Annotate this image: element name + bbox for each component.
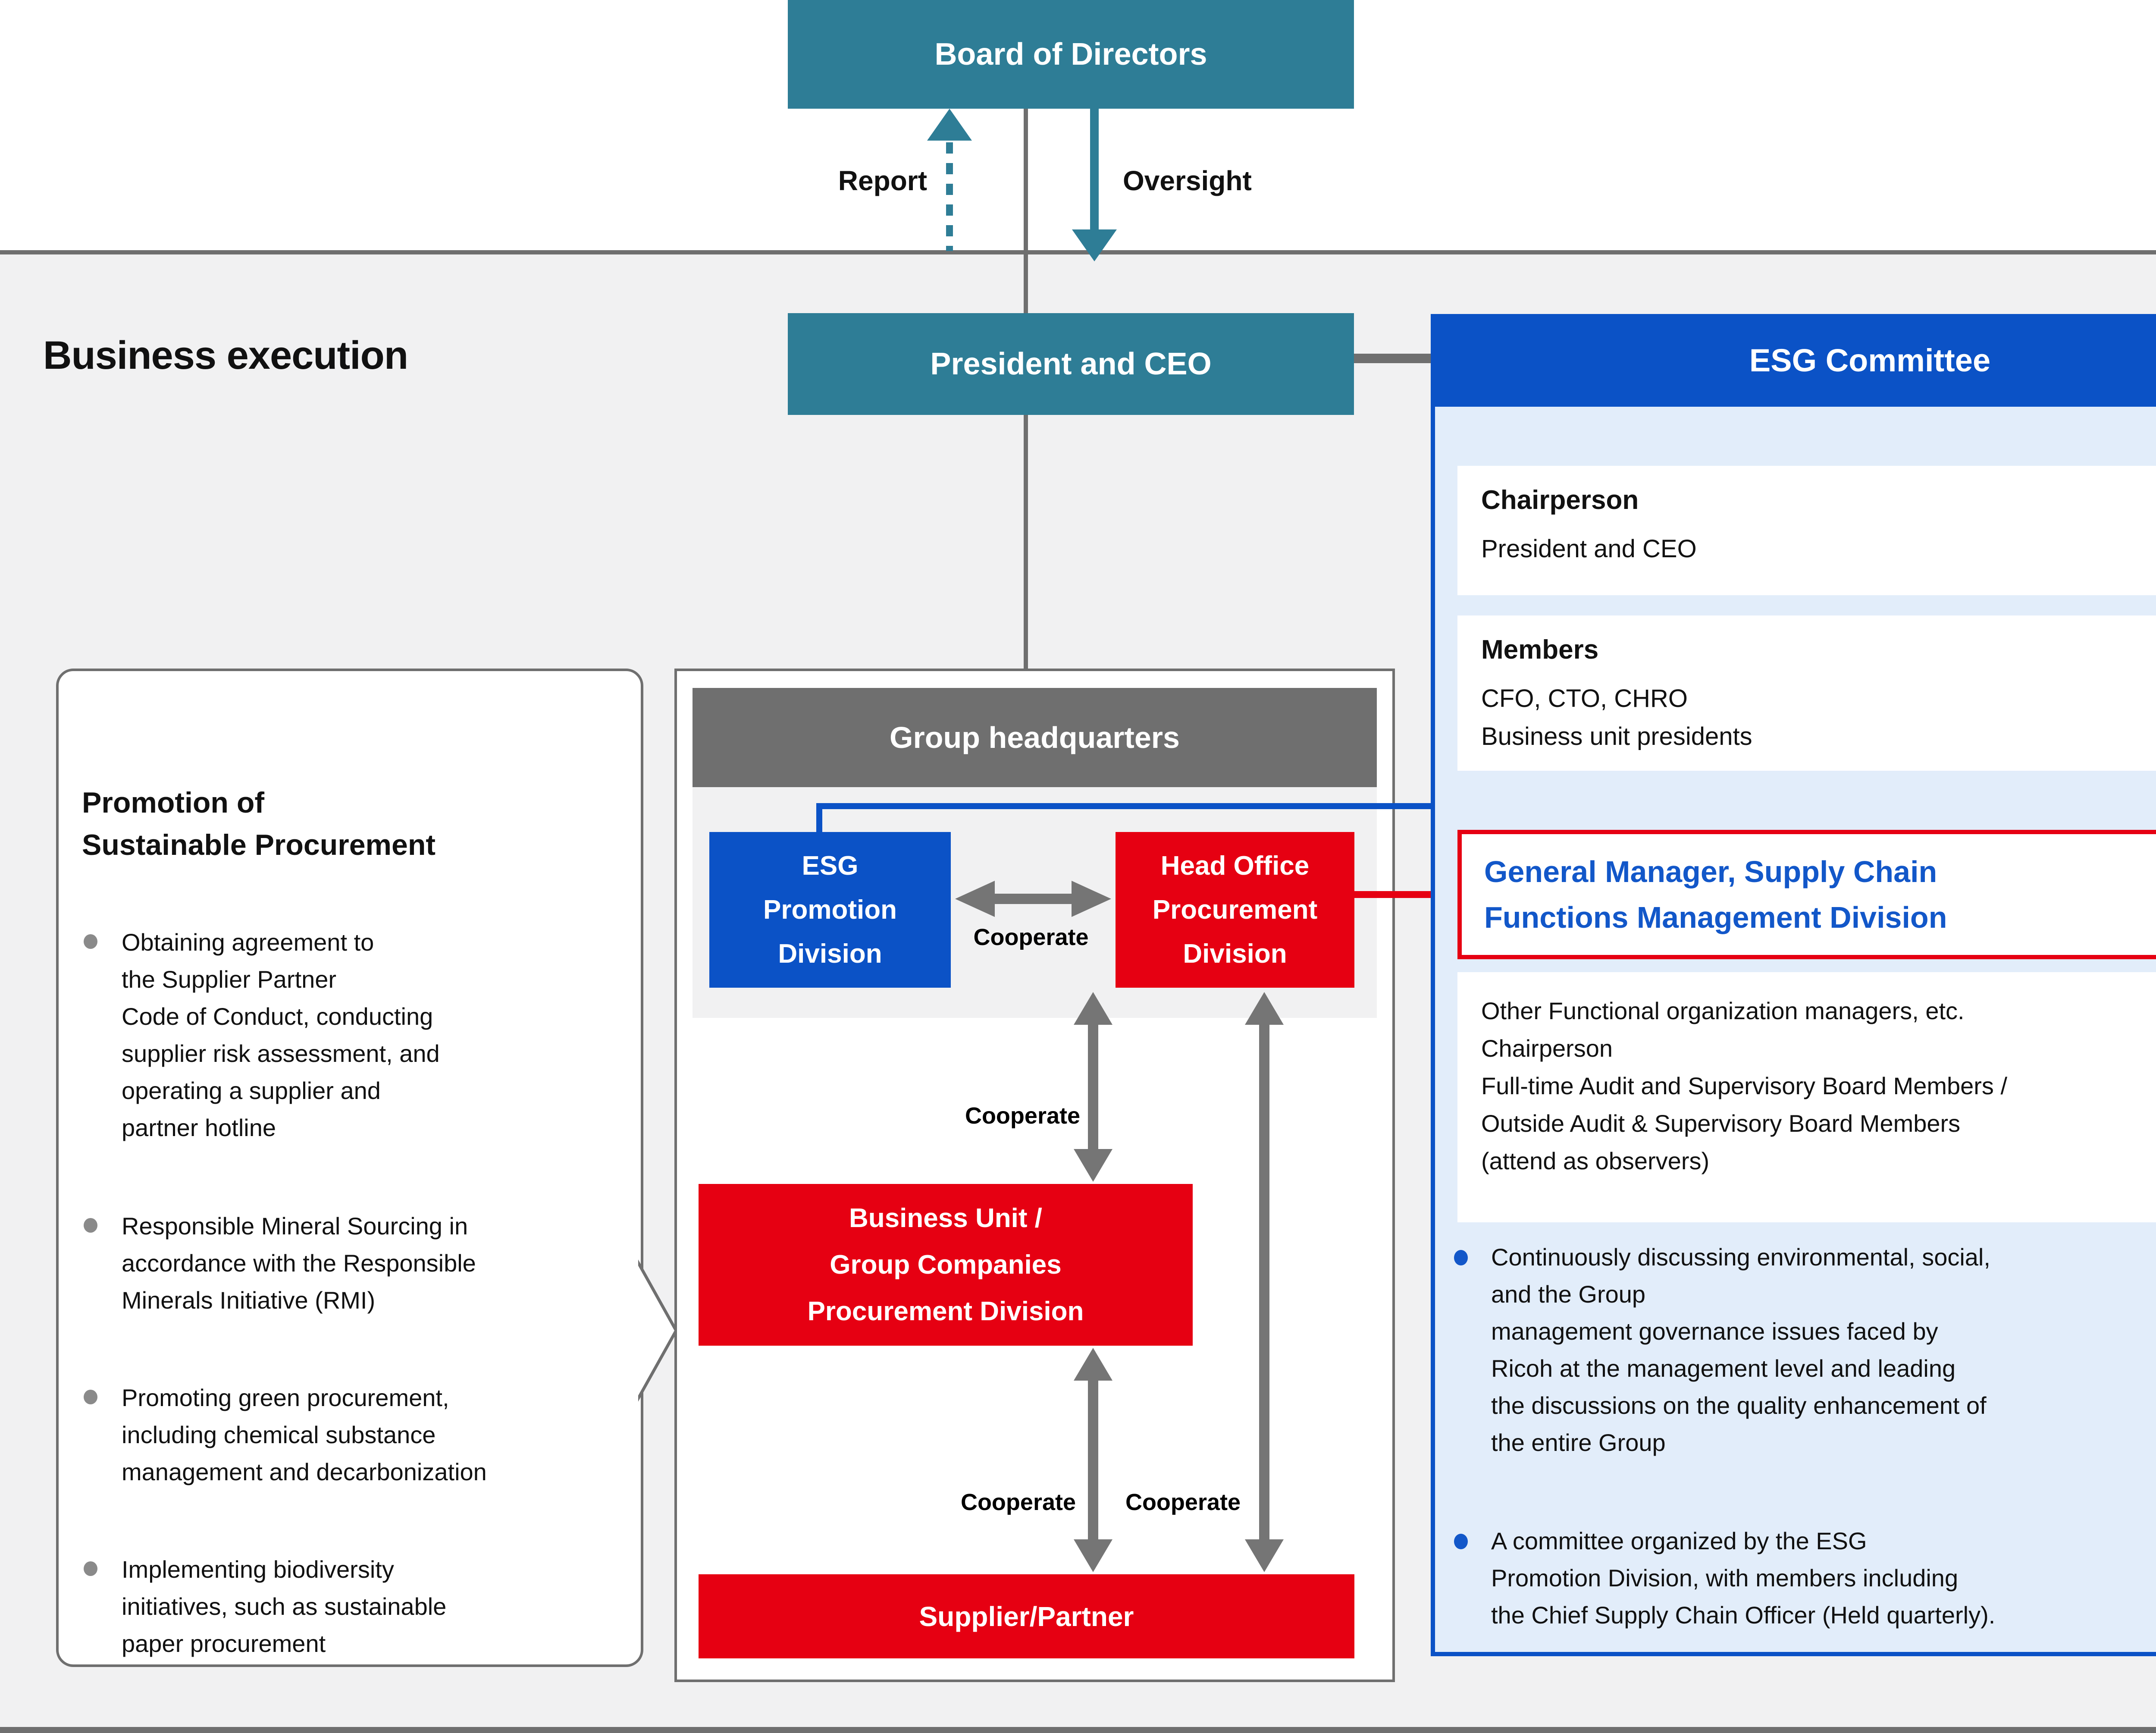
- esg-committee-header: ESG Committee: [1431, 314, 2156, 407]
- arrow-up-icon: [1245, 992, 1284, 1025]
- board-of-directors-box: Board of Directors: [788, 0, 1354, 109]
- chairperson-value: President and CEO: [1481, 535, 1697, 563]
- left-bullet-item: Obtaining agreement to the Supplier Part…: [82, 924, 634, 1146]
- supplier-partner-box: Supplier/Partner: [699, 1574, 1354, 1658]
- esg-division-to-committee-connector: [816, 803, 1434, 809]
- bullet-dot-icon: [84, 1561, 97, 1576]
- president-headquarters-connector: [1024, 415, 1028, 689]
- left-bullet-text: Implementing biodiversity initiatives, s…: [122, 1556, 447, 1657]
- bullet-dot-icon: [84, 934, 97, 949]
- cooperate-label: Cooperate: [1125, 1489, 1241, 1515]
- report-arrow-up-icon: [927, 109, 972, 141]
- oversight-arrow-line: [1090, 109, 1099, 230]
- cooperate-label: Cooperate: [965, 1103, 1080, 1129]
- bullet-dot-icon: [1454, 1250, 1468, 1265]
- members-heading: Members: [1481, 635, 1599, 665]
- oversight-label: Oversight: [1123, 165, 1252, 196]
- group-headquarters-box: Group headquarters: [693, 688, 1377, 787]
- cooperate-label: Cooperate: [960, 1489, 1076, 1515]
- arrow-shaft: [1088, 1020, 1098, 1153]
- left-bullet-text: Obtaining agreement to the Supplier Part…: [122, 929, 440, 1141]
- left-bullet-text: Promoting green procurement, including c…: [122, 1384, 487, 1485]
- business-execution-label: Business execution: [43, 333, 408, 377]
- left-bullet-item: Responsible Mineral Sourcing in accordan…: [82, 1208, 634, 1319]
- observers-card: Other Functional organization managers, …: [1457, 972, 2156, 1222]
- chairperson-card: Chairperson President and CEO: [1457, 466, 2156, 595]
- arrow-shaft: [1088, 1376, 1098, 1544]
- report-label: Report: [838, 165, 927, 196]
- left-panel-title: Promotion of Sustainable Procurement: [82, 786, 436, 861]
- cooperate-arrow-right-icon: [1072, 881, 1111, 917]
- left-bullet-item: Implementing biodiversity initiatives, s…: [82, 1551, 634, 1662]
- esg-promotion-division-box: ESG Promotion Division: [709, 832, 951, 988]
- cooperate-arrow-left-icon: [955, 881, 995, 917]
- sustainable-procurement-panel: [56, 669, 643, 1667]
- business-unit-procurement-box: Business Unit / Group Companies Procurem…: [699, 1184, 1193, 1346]
- bullet-dot-icon: [84, 1218, 97, 1233]
- esg-bullet-item: A committee organized by the ESG Promoti…: [1491, 1527, 1996, 1629]
- president-ceo-box: President and CEO: [788, 313, 1354, 415]
- arrow-up-icon: [1074, 992, 1112, 1025]
- bullet-dot-icon: [1454, 1534, 1468, 1549]
- general-manager-card: General Manager, Supply Chain Functions …: [1457, 830, 2156, 959]
- members-card: Members CFO, CTO, CHRO Business unit pre…: [1457, 615, 2156, 771]
- head-office-procurement-division-box: Head Office Procurement Division: [1116, 832, 1354, 988]
- president-esg-committee-connector: [1353, 354, 1434, 363]
- esg-division-connector-stub: [816, 803, 822, 834]
- arrow-shaft: [1259, 1020, 1269, 1544]
- cooperate-arrow-horizontal: [992, 894, 1078, 904]
- arrow-up-icon: [1074, 1348, 1112, 1381]
- cooperate-arrow-vertical-lower: [1074, 1348, 1112, 1572]
- esg-bullet-item: Continuously discussing environmental, s…: [1491, 1243, 1990, 1456]
- cooperate-arrow-vertical-right: [1245, 992, 1284, 1572]
- arrow-down-icon: [1074, 1539, 1112, 1572]
- oversight-arrow-down-icon: [1072, 229, 1117, 261]
- left-bullet-item: Promoting green procurement, including c…: [82, 1379, 634, 1491]
- left-bullet-text: Responsible Mineral Sourcing in accordan…: [122, 1212, 476, 1314]
- bullet-dot-icon: [84, 1390, 97, 1404]
- board-president-connector: [1024, 109, 1028, 313]
- arrow-down-icon: [1245, 1539, 1284, 1572]
- bottom-border-bar: [0, 1727, 2156, 1733]
- members-value: CFO, CTO, CHRO Business unit presidents: [1481, 684, 1752, 750]
- arrow-down-icon: [1074, 1149, 1112, 1182]
- cooperate-arrow-vertical-upper: [1074, 992, 1112, 1182]
- chairperson-heading: Chairperson: [1481, 485, 1639, 515]
- report-arrow-dotted-line: [946, 142, 953, 251]
- cooperate-label: Cooperate: [973, 924, 1089, 950]
